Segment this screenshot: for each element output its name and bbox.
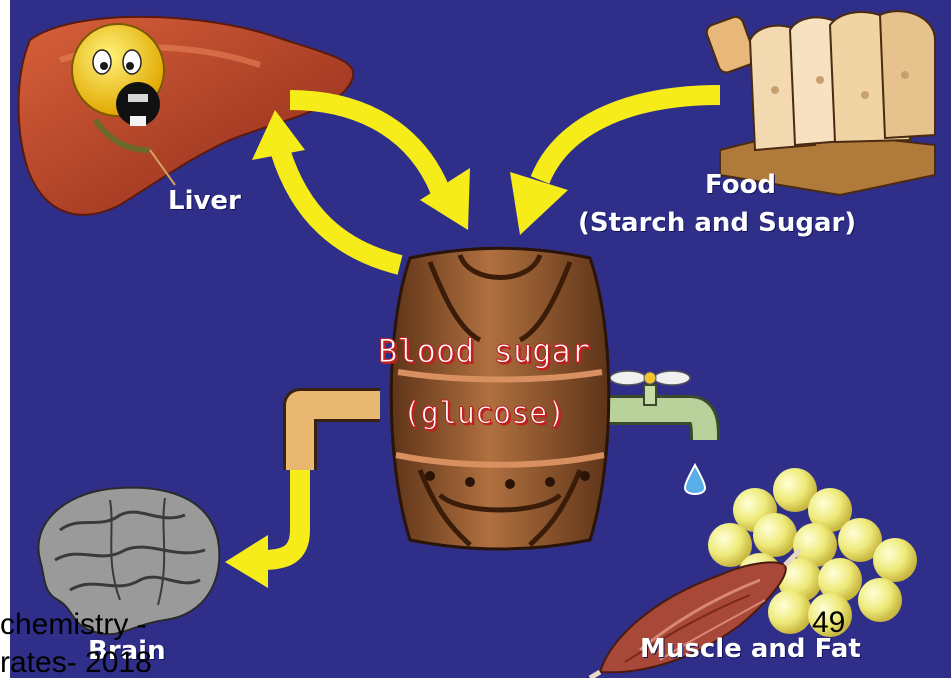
food-label: Food bbox=[705, 170, 776, 200]
pipe-icon bbox=[300, 405, 380, 470]
food-sub-label: (Starch and Sugar) bbox=[578, 208, 856, 238]
arrow-blood-to-brain bbox=[225, 470, 300, 588]
faucet-icon bbox=[600, 371, 705, 440]
footer-line2: rates- 2018 bbox=[0, 646, 152, 678]
water-drop-icon bbox=[685, 465, 705, 494]
footer-line1: chemistry - bbox=[0, 608, 147, 642]
bread-icon bbox=[705, 11, 935, 195]
barrel-label: Blood sugar bbox=[376, 332, 592, 370]
arrow-blood-to-liver bbox=[252, 110, 400, 265]
barrel-sub-label: (glucose) bbox=[376, 396, 592, 431]
page-number: 49 bbox=[812, 606, 845, 640]
liver-label: Liver bbox=[168, 186, 241, 216]
